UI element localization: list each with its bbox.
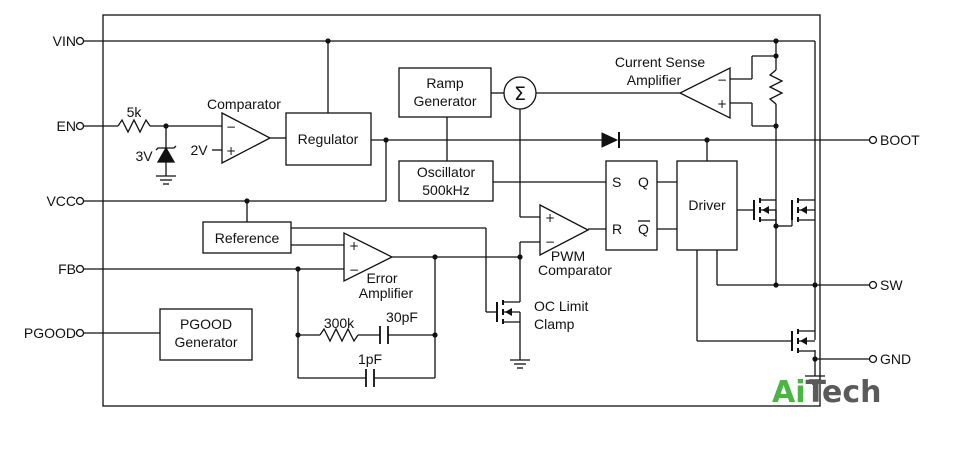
sigma-symbol: Σ xyxy=(514,83,526,105)
reference-label: Reference xyxy=(215,230,280,246)
pwm-minus: − xyxy=(545,235,555,249)
ramp-generator-label-1: Ramp xyxy=(426,75,464,91)
chip-boundary xyxy=(102,14,821,407)
logo-tech: Tech xyxy=(806,375,882,410)
pin-pgood: PGOOD xyxy=(24,325,85,341)
pin-gnd-label: GND xyxy=(880,351,911,367)
oc-clamp-mosfet-icon xyxy=(496,300,521,324)
en-comparator-plus: + xyxy=(226,144,236,158)
comparator-label: Comparator xyxy=(207,96,281,112)
oc-label-2: Clamp xyxy=(534,316,575,332)
driver-block: Driver xyxy=(676,160,738,251)
pgood-generator-label-1: PGOOD xyxy=(180,316,232,332)
en-comparator: − + xyxy=(221,111,272,165)
low-side-mosfet-icon xyxy=(791,329,815,353)
pin-gnd: GND xyxy=(868,351,911,367)
high-side-power-mosfet-icon xyxy=(791,198,815,222)
sr-q-label: Q xyxy=(638,174,649,190)
pin-vcc-label: VCC xyxy=(46,193,76,209)
current-sense-label-2: Amplifier xyxy=(627,72,682,88)
compensation-capacitor-icon xyxy=(379,326,389,344)
summing-junction: Σ xyxy=(503,76,537,110)
pin-vcc: VCC xyxy=(46,193,85,209)
pgood-generator-block: PGOOD Generator xyxy=(159,308,253,361)
pin-vin: VIN xyxy=(53,33,85,49)
pwm-label-1: PWM xyxy=(551,248,585,264)
high-side-sense-mosfet-icon xyxy=(753,198,777,223)
pin-sw: SW xyxy=(868,277,903,293)
pin-fb-label: FB xyxy=(58,261,76,277)
ea-minus: − xyxy=(349,263,359,277)
r-comp-label: 300k xyxy=(324,315,355,331)
pin-boot: BOOT xyxy=(868,132,920,148)
current-sense-amplifier: − + xyxy=(678,66,731,120)
pin-sw-label: SW xyxy=(880,277,903,293)
driver-label: Driver xyxy=(688,197,726,213)
oc-label-1: OC Limit xyxy=(534,298,589,314)
reference-block: Reference xyxy=(202,221,292,254)
sr-qbar-label: Q xyxy=(638,221,649,237)
ramp-generator-block: Ramp Generator xyxy=(398,67,492,118)
sr-latch-block: S R Q Q xyxy=(605,160,658,251)
r-en-label: 5k xyxy=(127,104,143,120)
junctions xyxy=(163,38,818,362)
current-sense-label-1: Current Sense xyxy=(615,54,705,70)
error-amplifier: + − xyxy=(343,231,394,283)
oscillator-label-2: 500kHz xyxy=(422,182,469,198)
pgood-generator-label-2: Generator xyxy=(174,334,237,350)
error-amp-label-2: Amplifier xyxy=(359,285,414,301)
en-comparator-minus: − xyxy=(226,120,236,134)
csa-plus: + xyxy=(717,97,727,111)
ea-plus: + xyxy=(349,239,359,253)
regulator-block: Regulator xyxy=(285,112,372,166)
c-comp-label: 30pF xyxy=(386,309,418,325)
oscillator-label-1: Oscillator xyxy=(417,164,476,180)
vref-label: 2V xyxy=(190,142,208,158)
oscillator-block: Oscillator 500kHz xyxy=(398,160,494,202)
pin-fb: FB xyxy=(58,261,85,277)
gnd-ground-icon xyxy=(805,375,825,385)
wires xyxy=(84,40,870,379)
aitech-logo: AiTech xyxy=(772,375,881,410)
pin-pgood-label: PGOOD xyxy=(24,325,76,341)
zener-diode-icon xyxy=(155,145,177,163)
pwm-label-2: Comparator xyxy=(538,262,612,278)
en-ground-icon xyxy=(156,175,176,185)
feedforward-capacitor-icon xyxy=(365,369,375,387)
c-ff-label: 1pF xyxy=(358,351,382,367)
sr-r-label: R xyxy=(612,221,622,237)
oc-ground-icon xyxy=(510,359,530,369)
pwm-comparator: + − xyxy=(539,203,590,257)
csa-minus: − xyxy=(717,73,727,87)
boot-diode-icon xyxy=(601,132,620,148)
pin-en: EN xyxy=(57,118,85,134)
logo-ai: Ai xyxy=(772,375,806,410)
sr-s-label: S xyxy=(612,174,621,190)
pin-boot-label: BOOT xyxy=(880,132,920,148)
error-amp-label-1: Error xyxy=(366,270,397,286)
zener-label: 3V xyxy=(135,148,153,164)
regulator-label: Regulator xyxy=(298,131,359,147)
pwm-plus: + xyxy=(545,211,555,225)
pin-vin-label: VIN xyxy=(53,33,76,49)
logo-ai-text: AiTech xyxy=(772,375,881,410)
ramp-generator-label-2: Generator xyxy=(413,93,476,109)
pin-en-label: EN xyxy=(57,118,76,134)
